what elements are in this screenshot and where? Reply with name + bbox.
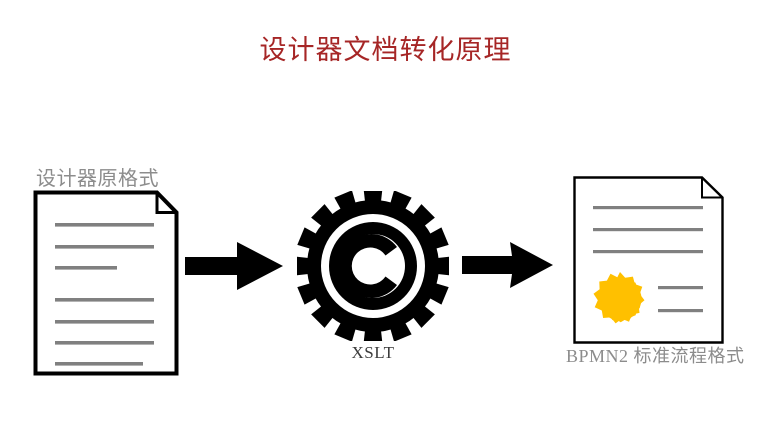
arrow-transformer-to-target [462,240,554,290]
target-document-icon [573,176,724,344]
target-document-label: BPMN2 标准流程格式 [566,346,745,366]
page-title: 设计器文档转化原理 [259,35,512,65]
document-with-folded-corner-icon [33,190,179,376]
seal-icon [593,272,645,324]
gear-with-c-icon [295,188,451,344]
transformer-gear-icon [295,188,451,344]
right-arrow-icon [462,242,553,288]
source-document-icon [33,190,179,376]
source-document-label: 设计器原格式 [36,168,159,190]
right-arrow-icon [185,242,283,290]
document-with-seal-icon [573,176,724,344]
arrow-source-to-transformer [185,240,283,292]
transformer-label: XSLT [351,343,395,362]
